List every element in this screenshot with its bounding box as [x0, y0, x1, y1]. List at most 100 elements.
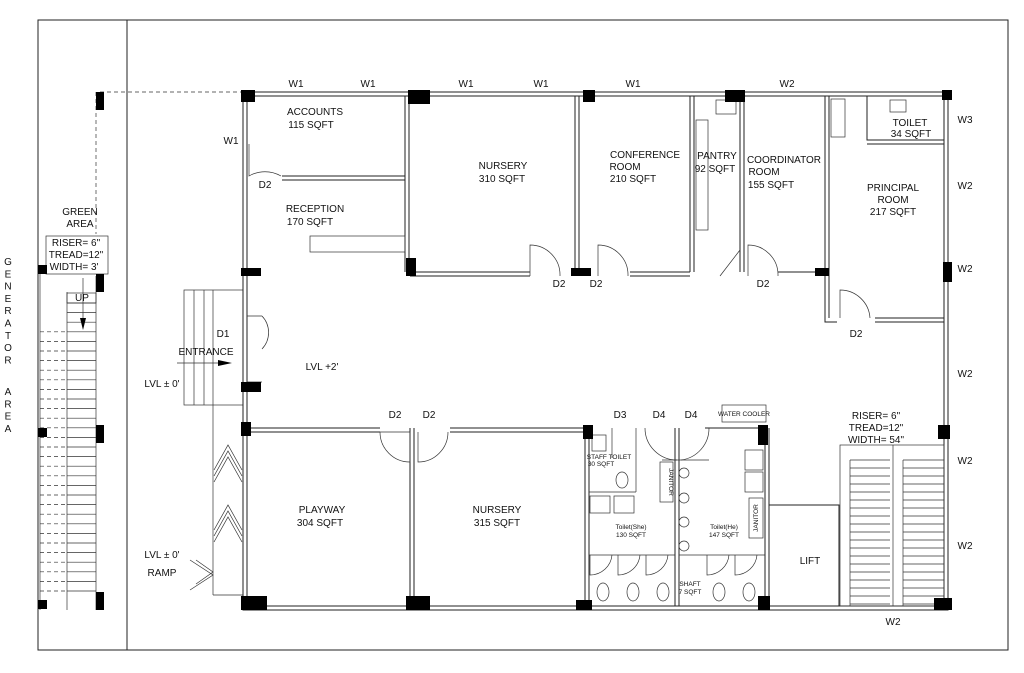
green-area-label: GREEN: [62, 207, 98, 218]
room-principal-name: PRINCIPAL: [867, 183, 919, 194]
window-w2: W2: [886, 617, 901, 628]
window-w2: W2: [958, 456, 973, 467]
window-w3: W3: [958, 115, 973, 126]
room-principal-name-2: ROOM: [877, 195, 908, 206]
generator-letter: E: [5, 294, 12, 305]
entrance-label: ENTRANCE: [178, 347, 233, 358]
door-d2: D2: [553, 279, 566, 290]
door-d2: D2: [850, 329, 863, 340]
right-stair-riser: RISER= 6": [852, 411, 901, 422]
generator-letter: A: [5, 319, 12, 330]
column: [96, 425, 104, 443]
room-coordinator-name-2: ROOM: [748, 167, 779, 178]
room-conference-name-2: ROOM: [609, 162, 640, 173]
column: [406, 596, 430, 610]
water-cooler: WATER COOLER: [718, 411, 770, 418]
window-w1: W1: [289, 79, 304, 90]
window-w1: W1: [361, 79, 376, 90]
room-principal-area: 217 SQFT: [870, 207, 916, 218]
room-toilet-name: TOILET: [893, 118, 928, 129]
column: [241, 382, 261, 392]
door-d2: D2: [423, 410, 436, 421]
room-coordinator-name: COORDINATOR: [747, 155, 821, 166]
structural-columns: [38, 90, 952, 610]
column: [38, 428, 47, 437]
column: [938, 425, 950, 439]
window-w1: W1: [534, 79, 549, 90]
room-nursery-bottom-area: 315 SQFT: [474, 518, 520, 529]
column: [96, 92, 104, 110]
janitor-she: JANITOR: [667, 468, 674, 496]
room-accounts-name: ACCOUNTS: [287, 107, 343, 118]
column: [943, 262, 952, 282]
door-d2: D2: [590, 279, 603, 290]
room-shaft-area: 7 SQFT: [679, 589, 702, 596]
corridor-level: LVL +2': [306, 362, 339, 373]
room-reception-name: RECEPTION: [286, 204, 344, 215]
window-w1: W1: [459, 79, 474, 90]
column: [583, 90, 595, 102]
area-letter: A: [5, 424, 12, 435]
area-letter: R: [4, 399, 11, 410]
room-toilet-he-name: Toilet(He): [710, 524, 738, 531]
room-coordinator-area: 155 SQFT: [748, 180, 794, 191]
room-pantry-name: PANTRY: [697, 151, 737, 162]
ramp-level: LVL ± 0': [144, 550, 179, 561]
lift-label: LIFT: [800, 556, 821, 567]
room-toilet-she-name: Toilet(She): [615, 524, 646, 531]
door-d4: D4: [653, 410, 666, 421]
room-nursery-bottom-name: NURSERY: [473, 505, 522, 516]
window-w1: W1: [626, 79, 641, 90]
lift-shaft: [768, 504, 840, 607]
door-d4: D4: [685, 410, 698, 421]
room-nursery-top-area: 310 SQFT: [479, 174, 525, 185]
room-reception-area: 170 SQFT: [287, 217, 333, 228]
janitor-he: JANITOR: [753, 504, 760, 532]
window-w2: W2: [958, 264, 973, 275]
room-toilet-he-area: 147 SQFT: [709, 532, 739, 539]
stair-spec-box: [45, 235, 109, 275]
right-stair-width: WIDTH= 54": [848, 435, 905, 446]
room-accounts-area: 115 SQFT: [288, 120, 333, 131]
generator-letter: R: [4, 355, 11, 366]
door-d1: D1: [217, 329, 230, 340]
generator-letter: R: [4, 306, 11, 317]
room-nursery-top-name: NURSERY: [479, 161, 528, 172]
door-d2: D2: [389, 410, 402, 421]
door-swings: [247, 144, 871, 463]
generator-letter: G: [4, 257, 12, 268]
window-w2: W2: [958, 369, 973, 380]
window-w1: W1: [224, 136, 239, 147]
generator-letter: E: [5, 269, 12, 280]
column: [96, 274, 104, 292]
window-w2: W2: [958, 541, 973, 552]
column: [38, 265, 47, 274]
column: [934, 598, 952, 610]
column: [942, 90, 952, 100]
stair-riser: RISER= 6": [52, 238, 101, 249]
entrance-level: LVL ± 0': [144, 379, 179, 390]
generator-letter: T: [5, 331, 11, 342]
column: [583, 425, 593, 439]
column: [96, 592, 104, 610]
room-pantry-area: 92 SQFT: [695, 164, 736, 175]
sheet-border: [37, 19, 1009, 651]
entrance-steps: [177, 289, 244, 596]
stair-width: WIDTH= 3': [50, 262, 99, 273]
column: [38, 600, 47, 609]
building-walls: [242, 91, 949, 611]
column: [576, 600, 592, 610]
room-conference-area: 210 SQFT: [610, 174, 656, 185]
room-toilet-she-area: 130 SQFT: [616, 532, 646, 539]
room-shaft-name: SHAFT: [679, 581, 700, 588]
column: [406, 258, 416, 276]
right-stair-tread: TREAD=12": [849, 423, 904, 434]
door-d2: D2: [757, 279, 770, 290]
column: [758, 596, 770, 610]
reception-desk: [309, 235, 406, 253]
column: [241, 596, 267, 610]
toilet-fixtures: [589, 434, 764, 602]
room-staff-toilet-name: STAFF TOILET: [587, 454, 631, 461]
